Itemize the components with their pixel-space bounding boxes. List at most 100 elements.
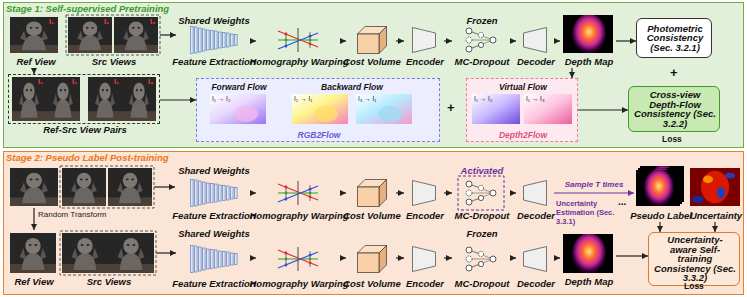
homography-icon [278,28,318,52]
label-holder: I₃ [150,18,155,26]
node-label: Ref-Src View Pairs [41,124,127,136]
flow-arrow [616,40,636,41]
annotation-label: Loss [684,281,704,291]
node-label: Forward Flow [209,81,266,93]
pair-image [122,77,156,121]
flow-set: Forward Flow [206,81,270,126]
node-label: Encoder [404,278,444,290]
node-label: Cost Volume [341,278,401,290]
flow-arrow [659,222,660,232]
node-label: Ref View [12,276,53,288]
flow-arrow [578,109,628,110]
encoder-icon [413,28,436,53]
cost-volume-icon [358,246,387,273]
flow-image [210,94,266,124]
ref-image [10,17,58,53]
node-label: Decoder [515,278,555,290]
flow-arrow [250,40,256,41]
label-holder: I₂ → I₁ [294,95,312,103]
flow-arrow [444,192,452,193]
src-image [108,233,154,273]
uncertainty-image [690,168,740,206]
annotation-label: + [670,66,678,80]
node-label: Depth Map [563,276,614,288]
flow-arrow [510,257,516,258]
encoder-icon [413,181,436,206]
annotation-label: I₁ [114,78,119,86]
feature-extraction: Shared WeightsFeature Extraction [176,15,250,68]
node-label: Virtual Flow [497,81,547,93]
annotation-label: I₁ → I₂ [474,95,492,103]
flow-image [472,94,520,124]
node-label: Encoder [404,56,444,68]
flow-arrow [340,40,346,41]
annotation-label: ... [618,197,626,207]
node-label: Feature Extraction [170,278,255,290]
flow-arrow [510,192,516,193]
ref-image [10,168,58,206]
dashed-frame [60,166,154,208]
annotation-label: + [447,101,455,115]
node-label: Uncertainty [688,210,742,222]
label-holder: I₃ [148,78,153,86]
edge-label: Sample T times [565,180,624,190]
cost-volume-icon [358,27,387,54]
transform-arrow [33,208,34,230]
depth2flow-group: Depth2Flow Virtual Flow [466,78,578,142]
node-label: MC-Dropout [453,278,510,290]
ref-image [10,233,56,273]
node-label: Src Views [85,276,132,288]
pair-image [88,77,122,121]
src-image [62,233,108,273]
label-holder: I₂ [72,78,77,86]
annotation-label: I₁ → I₃ [526,95,545,103]
flow-arrow [444,40,452,41]
label-holder: I₁ [38,78,43,86]
homography-icon [278,247,318,271]
label-holder: I₁ [114,78,119,86]
pseudo-label-image [636,169,680,207]
flow-arrow [554,257,560,258]
depth-image [563,233,613,274]
node-label: Activated [459,165,504,177]
pair-image [46,77,80,121]
label-holder: Loss [684,281,704,291]
ref-view-image: Ref View [8,232,58,288]
stage-panel: Stage 2: Pseudo Label Post-trainingShare… [3,151,744,295]
flow-arrow [160,99,196,100]
annotation-label: Uncertainty Estimation (Sec. 3.3.1) [556,199,616,226]
node-label: Feature Extraction [170,56,255,68]
flow-image [524,94,572,124]
flow-arrow [571,68,572,78]
annotation-label: I₂ [72,78,77,86]
flow-image [356,94,412,124]
encoder-icon [413,247,436,272]
node-label: Ref View [14,56,55,68]
depth-map: Depth Map [560,14,616,68]
feature-extractor-icon [191,27,238,54]
homography-warping: Homography Warping [256,240,340,290]
feature-extraction: Shared WeightsFeature Extraction [176,165,250,222]
feature-extractor-icon [191,180,238,207]
annotation-label: I₃ [148,78,153,86]
label-holder: I₁ [49,18,54,26]
node-label: Cost Volume [341,210,401,222]
decoder: Decoder [516,240,554,290]
node-label: Shared Weights [176,165,250,177]
flow-arrow [340,192,346,193]
node-label: Depth2Flow [497,129,547,141]
ref-view-image: Ref View [8,16,62,68]
flow-arrow [510,40,516,41]
decoder-icon [524,247,547,272]
view-pairs-group: Ref-Src View Pairs [8,74,160,124]
node-label: MC-Dropout [453,56,510,68]
feature-extractor-icon [191,246,238,273]
flow-arrow [444,257,452,258]
annotation-label: I₁ [49,18,54,26]
node-label: Shared Weights [176,15,250,27]
flow-arrow [554,40,560,41]
node-label: Pseudo Label [628,210,692,222]
